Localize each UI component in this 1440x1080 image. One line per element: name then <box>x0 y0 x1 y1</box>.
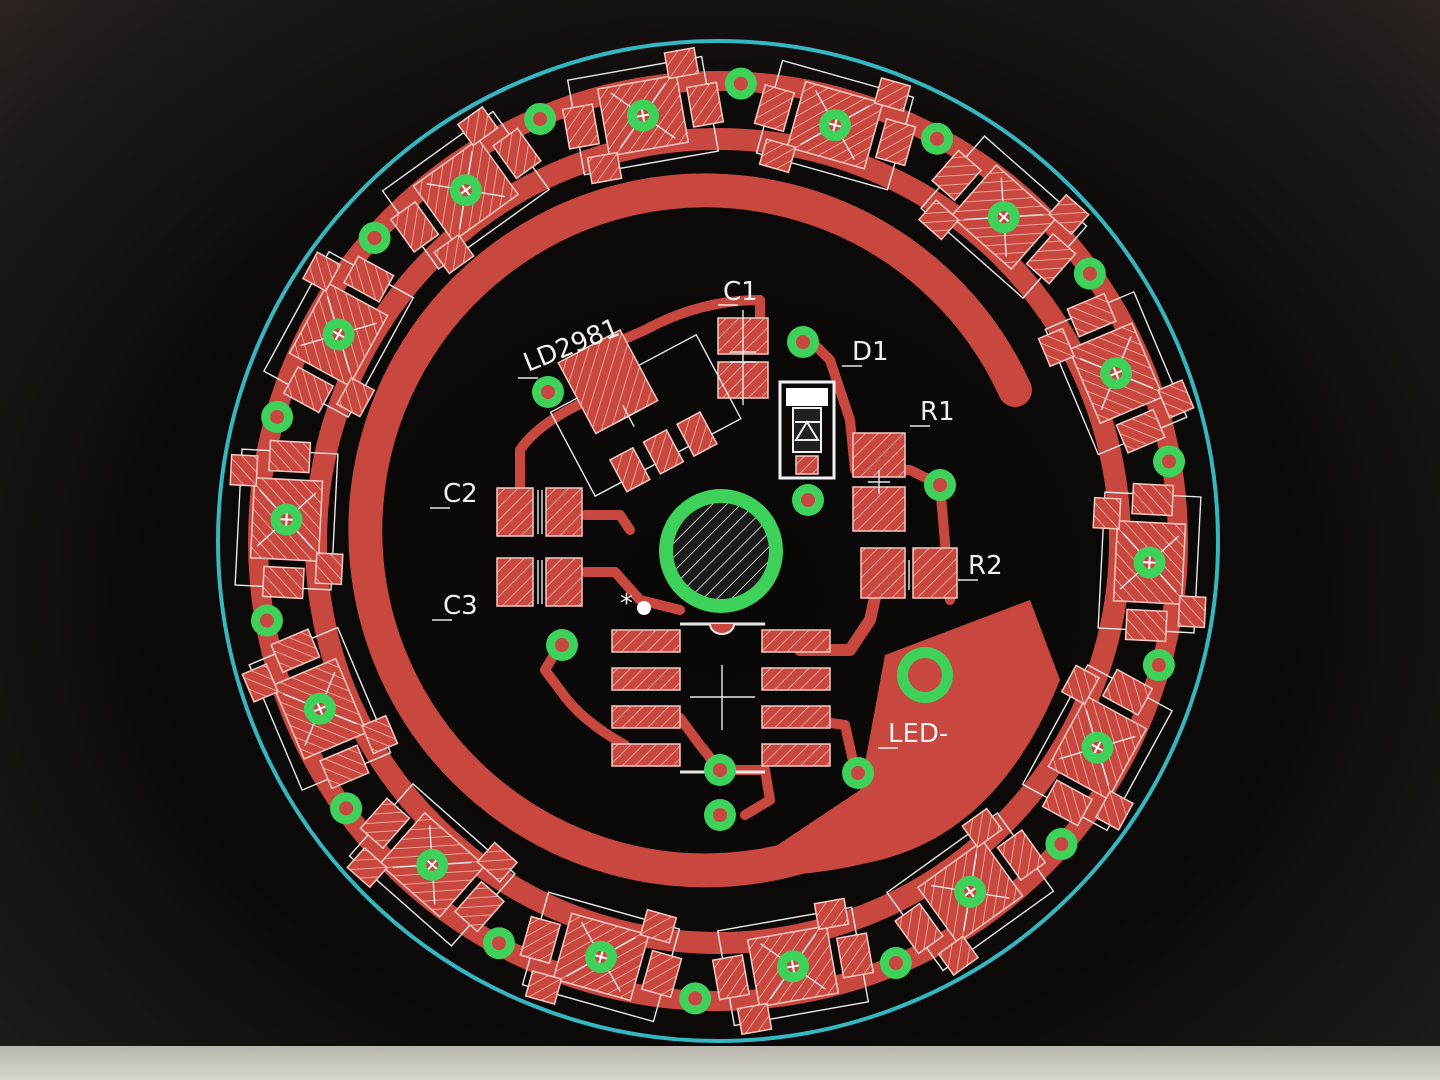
c2-label: C2 <box>443 479 478 509</box>
led-footprint <box>1092 482 1207 643</box>
ring-via <box>358 221 391 254</box>
center-mounting-hole <box>659 489 783 613</box>
ic-soic8-footprint <box>611 601 831 774</box>
led-footprint <box>1021 663 1174 832</box>
copper-led-return-zone <box>740 600 1060 876</box>
inner-via <box>924 469 956 501</box>
r1-footprint <box>852 432 906 532</box>
inner-vias <box>532 326 956 831</box>
ring-via <box>1153 445 1186 478</box>
led-footprint <box>711 897 875 1036</box>
board-edge-circle <box>216 39 1220 1043</box>
ic-pin1-marker: * <box>620 589 633 619</box>
c1-label: C1 <box>723 277 758 307</box>
led-footprint <box>519 891 683 1023</box>
d1-footprint <box>778 380 836 480</box>
perimeter-vias <box>250 67 1186 1015</box>
ring-via <box>879 947 912 980</box>
inner-via <box>842 757 874 789</box>
ring-via <box>261 400 294 433</box>
ring-via <box>921 122 954 155</box>
ring-via <box>330 792 363 825</box>
ring-via <box>724 67 757 100</box>
r2-footprint <box>860 547 958 599</box>
c3-label: C3 <box>443 591 478 621</box>
ring-via <box>1142 649 1175 682</box>
led-minus-label: LED- <box>888 719 948 749</box>
inner-via <box>546 629 578 661</box>
inner-via <box>704 799 736 831</box>
inner-via <box>787 326 819 358</box>
led-footprint <box>241 626 399 792</box>
ring-via <box>524 102 557 135</box>
ring-via <box>679 982 712 1015</box>
window-bottom-strip <box>0 1046 1440 1080</box>
led-footprint <box>561 46 725 185</box>
c1-footprint <box>717 310 769 405</box>
c2-footprint <box>496 487 583 537</box>
inner-via <box>792 484 824 516</box>
led-footprint <box>1037 290 1195 456</box>
ring-via <box>1045 828 1078 861</box>
ld2981-footprint <box>549 328 742 498</box>
led-footprint <box>346 782 519 947</box>
d1-label: D1 <box>852 337 889 367</box>
led-minus-pad <box>897 647 953 703</box>
led-footprint <box>885 807 1055 977</box>
r1-label: R1 <box>920 397 955 427</box>
led-footprint <box>753 59 917 191</box>
led-footprint <box>229 439 344 600</box>
inner-via <box>704 754 736 786</box>
led-footprint <box>262 250 415 419</box>
led-footprint <box>917 135 1090 300</box>
c3-footprint <box>496 557 583 607</box>
led-ring <box>229 46 1207 1036</box>
ring-via <box>1073 257 1106 290</box>
inner-via <box>532 376 564 408</box>
ring-via <box>482 927 515 960</box>
led-footprint <box>381 105 551 275</box>
ring-via <box>250 604 283 637</box>
r2-label: R2 <box>968 551 1003 581</box>
